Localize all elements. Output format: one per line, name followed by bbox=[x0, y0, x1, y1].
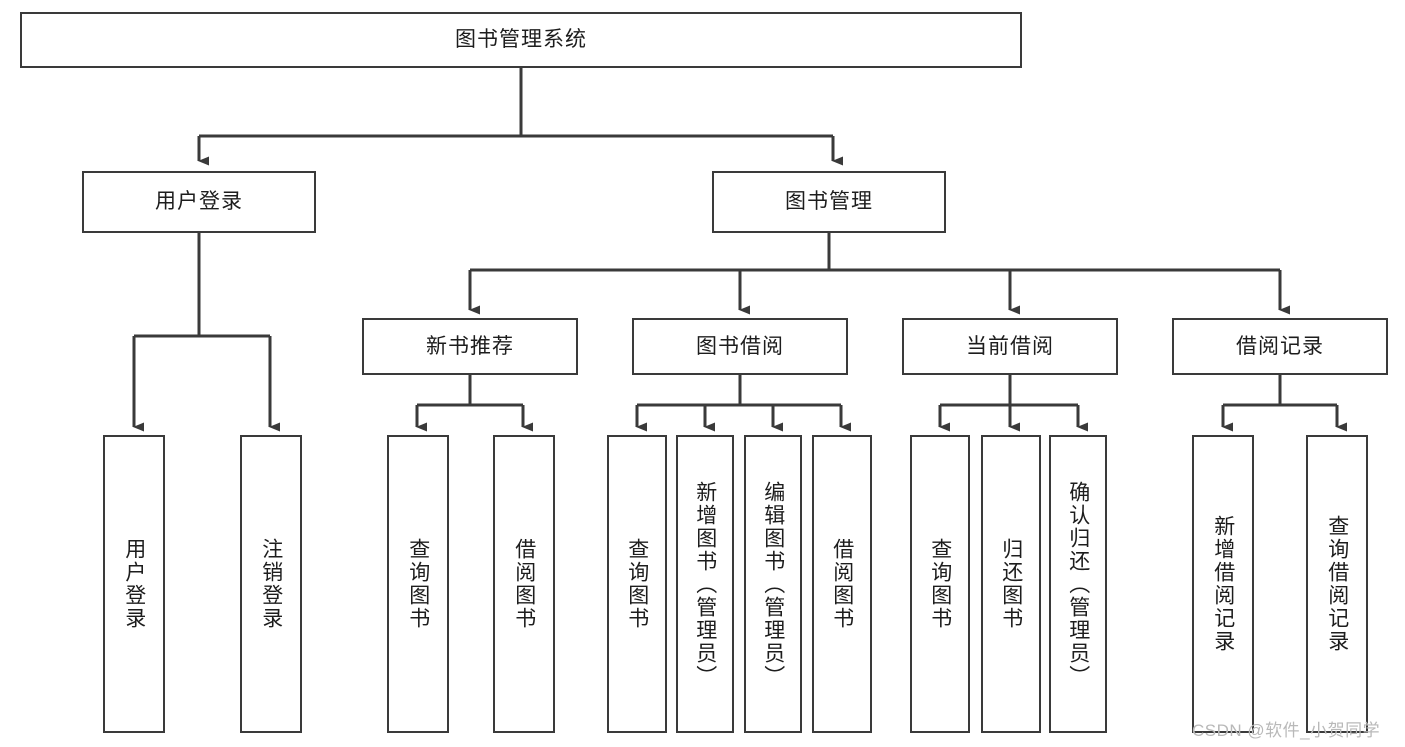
node-leaf-borrow-books-recommend[interactable]: 借阅图书 bbox=[493, 435, 555, 733]
node-leaf-add-book-admin[interactable]: 新增图书（管理员） bbox=[676, 435, 734, 733]
node-label: 图书管理系统 bbox=[455, 28, 587, 52]
node-leaf-add-borrow-record[interactable]: 新增借阅记录 bbox=[1192, 435, 1254, 733]
node-book-management[interactable]: 图书管理 bbox=[712, 171, 946, 233]
node-label: 新增图书（管理员） bbox=[693, 480, 717, 688]
node-label: 借阅图书 bbox=[512, 538, 536, 630]
node-label: 借阅记录 bbox=[1236, 334, 1324, 358]
node-label: 当前借阅 bbox=[966, 334, 1054, 358]
node-leaf-user-login[interactable]: 用户登录 bbox=[103, 435, 165, 733]
node-label: 查询图书 bbox=[406, 538, 430, 630]
node-label: 查询借阅记录 bbox=[1325, 515, 1349, 653]
node-label: 新增借阅记录 bbox=[1211, 515, 1235, 653]
node-label: 借阅图书 bbox=[830, 538, 854, 630]
node-label: 新书推荐 bbox=[426, 334, 514, 358]
csdn-watermark: CSDN @软件_小贺同学 bbox=[1192, 721, 1381, 740]
node-root-book-management-system[interactable]: 图书管理系统 bbox=[20, 12, 1022, 68]
node-borrow-records[interactable]: 借阅记录 bbox=[1172, 318, 1388, 375]
node-leaf-query-books-borrow[interactable]: 查询图书 bbox=[607, 435, 667, 733]
node-leaf-confirm-return-admin[interactable]: 确认归还（管理员） bbox=[1049, 435, 1107, 733]
node-new-book-recommend[interactable]: 新书推荐 bbox=[362, 318, 578, 375]
node-label: 查询图书 bbox=[928, 538, 952, 630]
node-user-login[interactable]: 用户登录 bbox=[82, 171, 316, 233]
node-leaf-return-books[interactable]: 归还图书 bbox=[981, 435, 1041, 733]
node-label: 用户登录 bbox=[155, 190, 243, 214]
node-label: 图书借阅 bbox=[696, 334, 784, 358]
node-label: 注销登录 bbox=[259, 538, 283, 630]
node-label: 查询图书 bbox=[625, 538, 649, 630]
node-leaf-edit-book-admin[interactable]: 编辑图书（管理员） bbox=[744, 435, 802, 733]
node-label: 用户登录 bbox=[122, 538, 146, 630]
node-label: 编辑图书（管理员） bbox=[761, 480, 785, 688]
node-leaf-query-books-current[interactable]: 查询图书 bbox=[910, 435, 970, 733]
node-label: 确认归还（管理员） bbox=[1066, 480, 1090, 688]
node-leaf-query-books-recommend[interactable]: 查询图书 bbox=[387, 435, 449, 733]
node-leaf-query-borrow-record[interactable]: 查询借阅记录 bbox=[1306, 435, 1368, 733]
node-book-borrow[interactable]: 图书借阅 bbox=[632, 318, 848, 375]
node-label: 图书管理 bbox=[785, 190, 873, 214]
node-leaf-borrow-books[interactable]: 借阅图书 bbox=[812, 435, 872, 733]
node-label: 归还图书 bbox=[999, 538, 1023, 630]
node-current-borrow[interactable]: 当前借阅 bbox=[902, 318, 1118, 375]
node-leaf-logout[interactable]: 注销登录 bbox=[240, 435, 302, 733]
